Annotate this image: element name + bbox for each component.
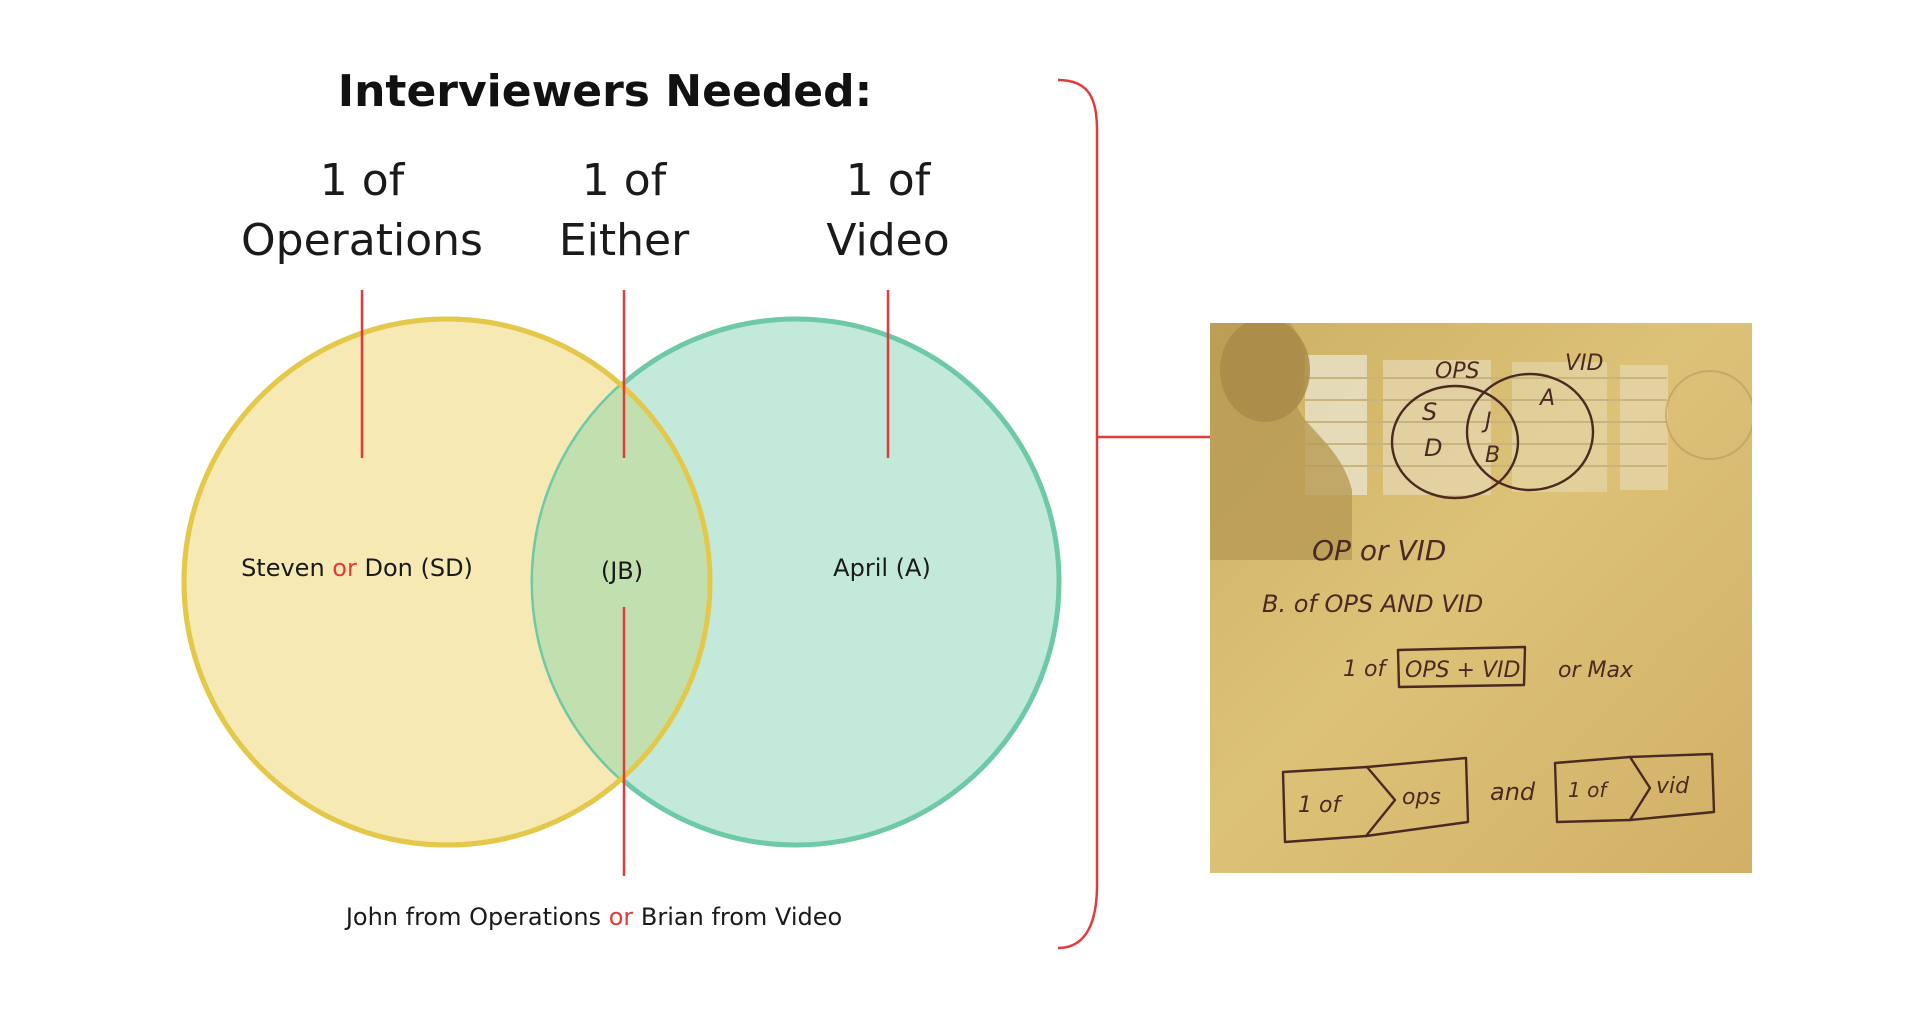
wb-row4-box2-left: 1 of xyxy=(1568,778,1609,802)
group-heading-operations-count: 1 of xyxy=(320,155,406,206)
wb-vid-label: VID xyxy=(1565,351,1603,376)
wb-vid-letter: A xyxy=(1538,386,1555,411)
wb-row4-box2-right: vid xyxy=(1656,774,1690,799)
overlap-region xyxy=(533,319,710,845)
wb-line-3-suffix: or Max xyxy=(1558,658,1634,683)
group-heading-video-count: 1 of xyxy=(846,155,932,206)
operations-circle-outline xyxy=(181,316,713,848)
wb-line-2: B. of OPS AND VID xyxy=(1262,590,1483,618)
diagram-title: Interviewers Needed: xyxy=(338,66,873,117)
wb-row4-box1-left: 1 of xyxy=(1298,793,1343,818)
wb-row4-box1-right: ops xyxy=(1402,785,1441,810)
wb-either-letter-1: J xyxy=(1481,409,1492,434)
whiteboard-photo: OPS VID S D J B A OP or VID B. of OPS AN… xyxy=(1210,323,1752,873)
wb-ops-letter-2: D xyxy=(1424,434,1442,462)
wb-ops-label: OPS xyxy=(1435,359,1480,384)
wb-line-3-box: OPS + VID xyxy=(1405,658,1520,683)
wb-line-1: OP or VID xyxy=(1312,534,1446,567)
wb-row4-and: and xyxy=(1490,778,1536,806)
wb-line-3-prefix: 1 of xyxy=(1343,657,1388,682)
group-heading-operations-name: Operations xyxy=(241,215,483,266)
either-members-label: (JB) xyxy=(601,557,643,585)
either-footnote-label: John from Operations or Brian from Video xyxy=(344,903,842,931)
group-heading-either-count: 1 of xyxy=(582,155,668,206)
group-heading-video-name: Video xyxy=(826,215,949,266)
wb-either-letter-2: B xyxy=(1485,443,1500,468)
operations-members-label: Steven or Don (SD) xyxy=(241,554,473,582)
video-members-label: April (A) xyxy=(833,554,931,582)
grouping-bracket xyxy=(1057,78,1099,950)
group-heading-either-name: Either xyxy=(559,215,690,266)
wb-ops-letter-1: S xyxy=(1422,398,1437,426)
